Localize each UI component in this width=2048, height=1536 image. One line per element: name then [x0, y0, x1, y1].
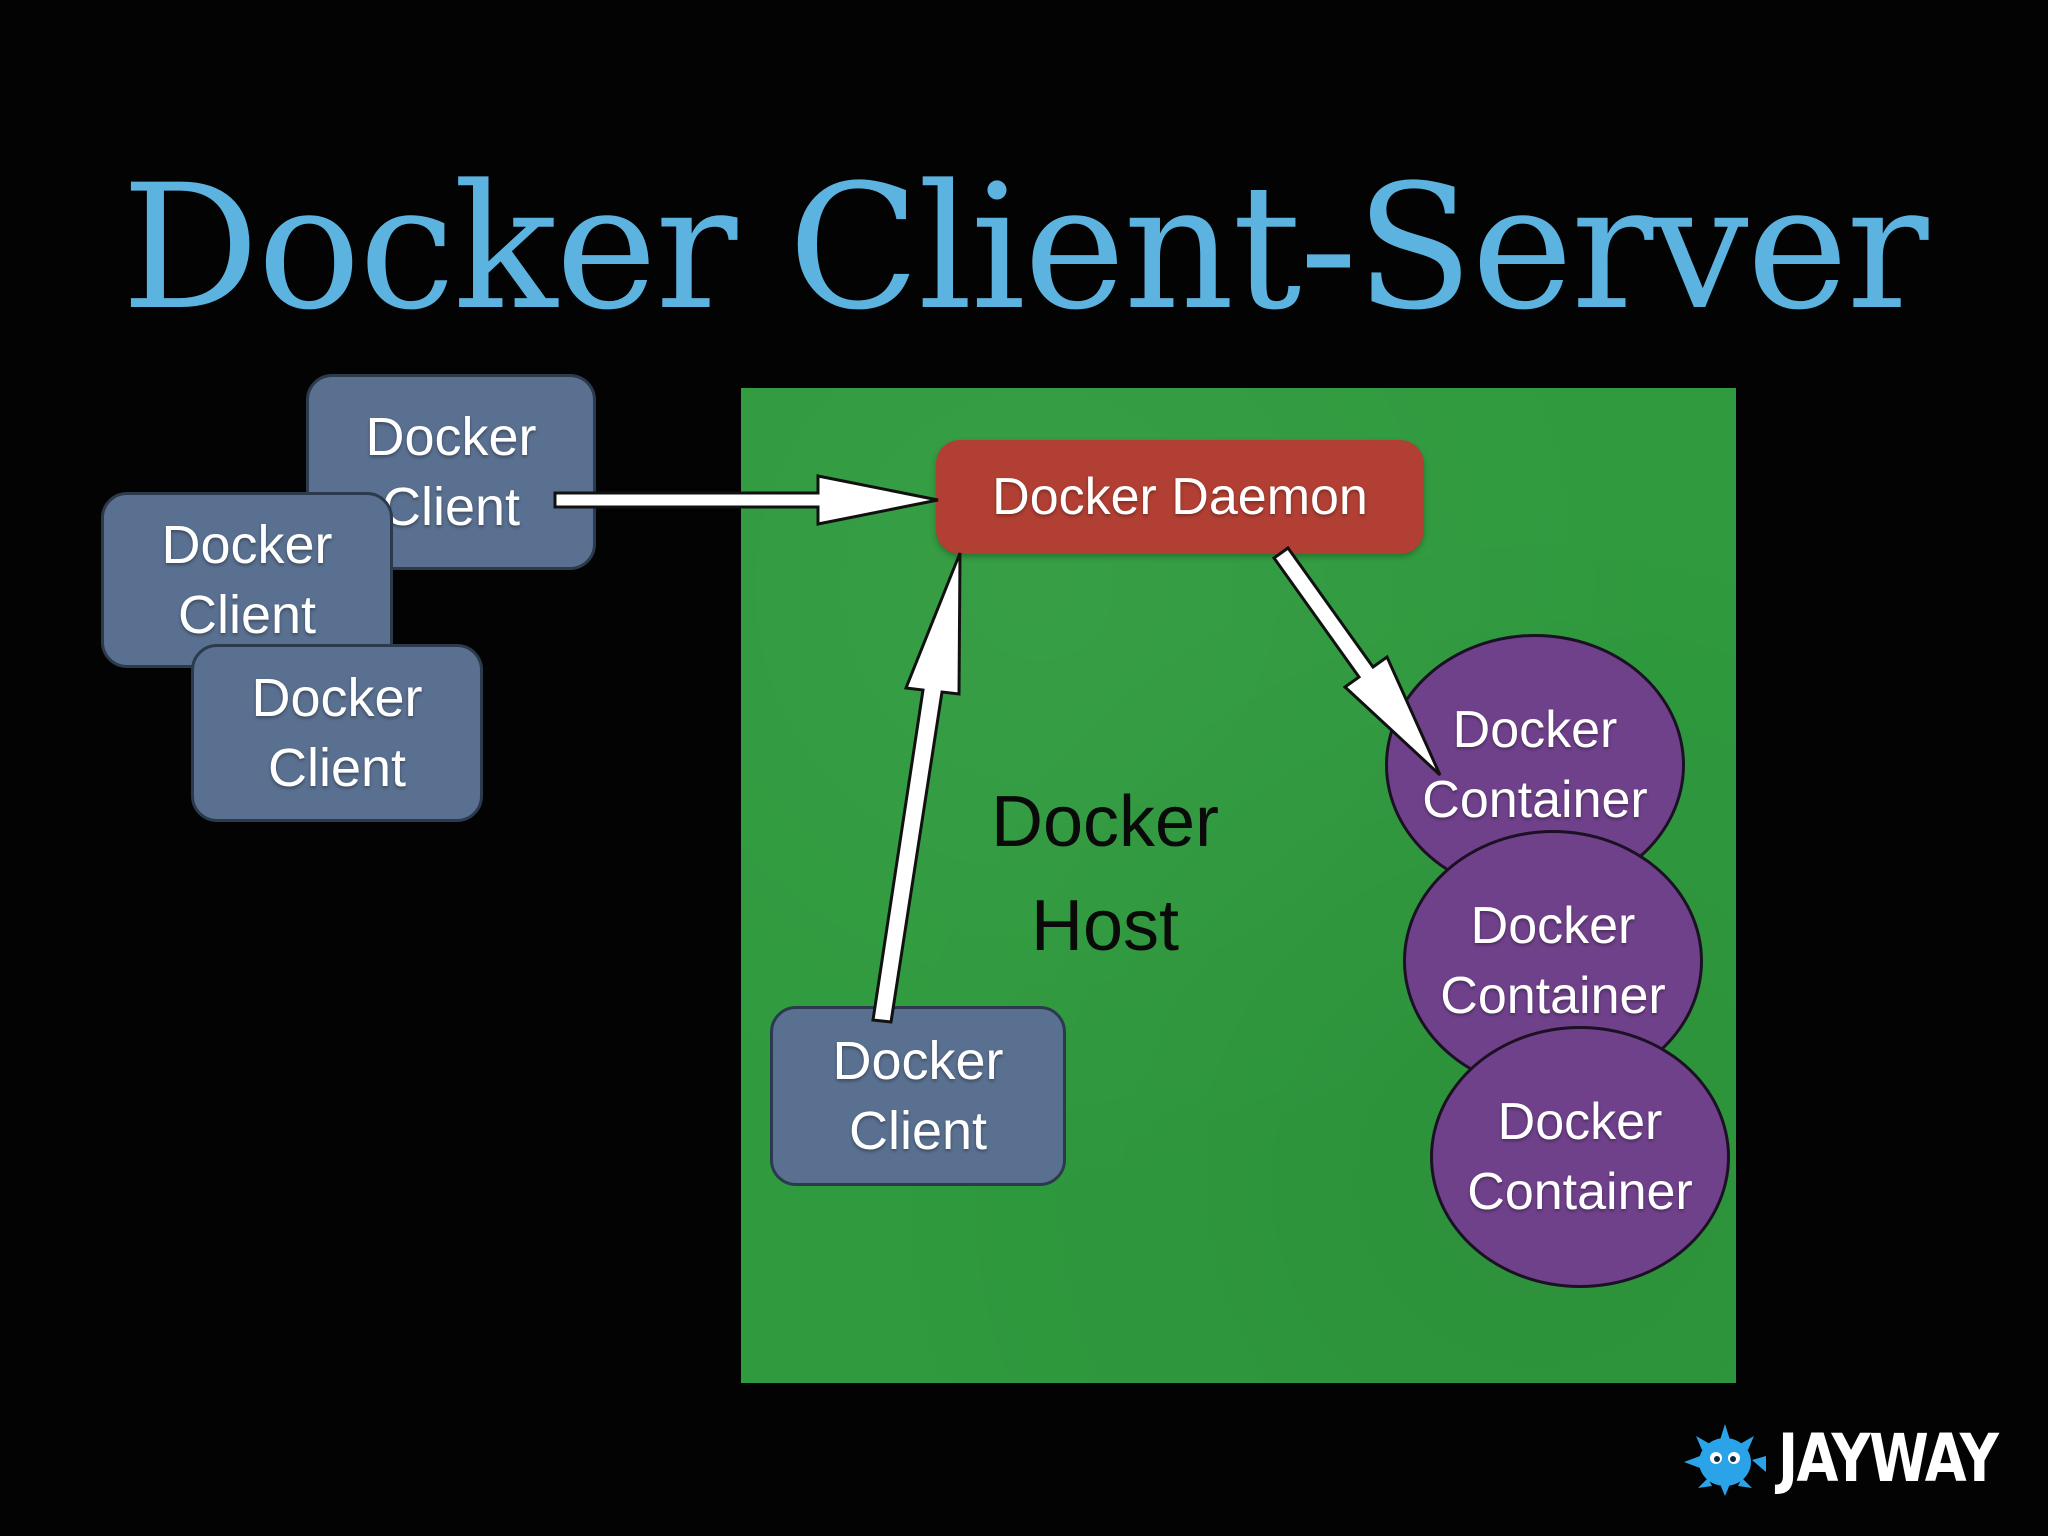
docker-container-1-line2: Container	[1422, 771, 1648, 829]
remote-client-middle: Docker Client	[101, 492, 393, 668]
docker-host-label: Docker Host	[960, 770, 1250, 978]
docker-container-2-line1: Docker	[1470, 897, 1636, 955]
remote-client-front-line1: Docker	[251, 668, 423, 728]
docker-container-3-line2: Container	[1467, 1163, 1693, 1221]
docker-daemon-box: Docker Daemon	[936, 440, 1424, 554]
local-client-box: Docker Client	[770, 1006, 1066, 1186]
jayway-logo: JAYWAY	[1682, 1418, 2046, 1498]
docker-container-2-line2: Container	[1440, 967, 1666, 1025]
remote-client-front-line2: Client	[267, 738, 407, 798]
docker-container-1-line1: Docker	[1452, 701, 1618, 759]
remote-client-middle-line2: Client	[177, 585, 317, 645]
docker-container-3-line1: Docker	[1497, 1093, 1663, 1151]
jayway-mascot-icon	[1684, 1424, 1766, 1496]
docker-host-label-line2: Host	[1030, 886, 1180, 966]
slide-title: Docker Client-Server	[121, 147, 1928, 348]
remote-client-back-line2: Client	[381, 477, 521, 537]
jayway-logo-text: JAYWAY	[1778, 1419, 1999, 1497]
remote-client-middle-line1: Docker	[161, 515, 333, 575]
remote-client-back: Docker Client	[306, 374, 596, 570]
docker-host-label-line1: Docker	[990, 782, 1220, 862]
remote-client-back-line1: Docker	[365, 407, 537, 467]
local-client-line1: Docker	[832, 1031, 1004, 1091]
docker-container-3: Docker Container	[1430, 1026, 1730, 1288]
local-client-line2: Client	[848, 1101, 988, 1161]
remote-client-front: Docker Client	[191, 644, 483, 822]
